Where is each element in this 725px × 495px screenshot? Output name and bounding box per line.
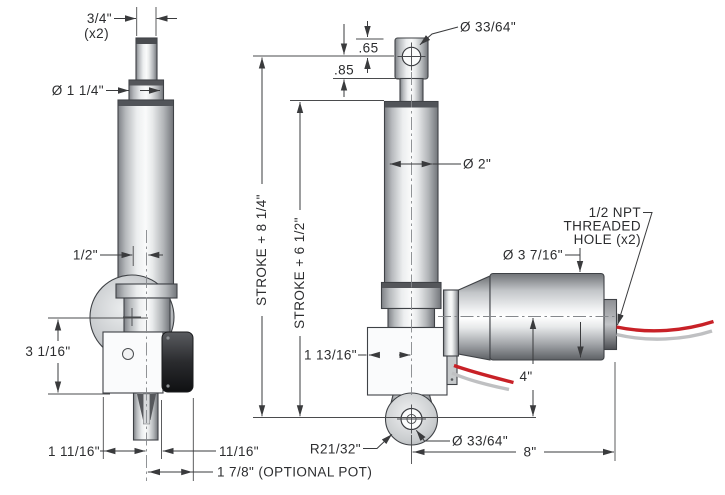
dim-label-rod-end-hole-dia: Ø 33/64" [460, 20, 516, 35]
dim-label-overall-length: 8" [523, 445, 536, 460]
motor-taper [457, 275, 491, 361]
dim-label-npt-1: 1/2 NPT [589, 205, 641, 220]
ext-line [136, 7, 157, 36]
dim-label-rod-collar-dia: Ø 1 1/4" [52, 83, 104, 98]
cap-bolt-top [166, 336, 170, 340]
dimensions-left: 3/4" (x2) Ø 1 1/4" 1/2" 3 1/16" 1 11/16"… [25, 7, 372, 481]
leader-clevis-hole [415, 429, 450, 442]
dim-label-cylinder-dia: Ø 2" [463, 157, 491, 172]
cylinder-top-band [118, 100, 173, 106]
clevis-hole-cross [397, 404, 426, 434]
dim-label-hole-to-shoulder: .85 [334, 63, 354, 78]
piston-rod-side [135, 37, 158, 83]
housing-hole [122, 348, 134, 360]
dim-label-motor-center-height: 4" [519, 369, 532, 384]
gear-housing-front [366, 326, 448, 396]
dim-label-rod-flats-qty: (x2) [84, 26, 109, 41]
dim-label-clevis-hole-dia: Ø 33/64" [452, 434, 508, 449]
dim-label-optional-pot: 1 7/8" (OPTIONAL POT) [217, 465, 372, 480]
leader-npt [617, 212, 653, 326]
dim-label-base-to-center: 1 11/16" [48, 444, 100, 459]
motor-wire-red [616, 319, 715, 333]
dim-label-overall-stroke: STROKE + 8 1/4" [254, 194, 269, 306]
right-view [366, 37, 715, 446]
dim-label-retracted-stroke: STROKE + 6 1/2" [292, 217, 307, 329]
dim-label-center-to-edge: 11/16" [219, 444, 259, 459]
flange-center-cross [123, 308, 141, 326]
leader-rod-end-hole [419, 26, 459, 46]
rod-end-hole-cross [397, 42, 426, 71]
ext-line [48, 317, 148, 395]
dim-label-clevis-radius: R21/32" [310, 442, 361, 457]
leader-clevis-radius [363, 433, 393, 449]
dim-label-npt-2: THREADED [564, 219, 641, 234]
gearbox-wire-gray [451, 371, 510, 392]
dim-label-npt-3: HOLE (x2) [574, 232, 641, 247]
dimensions-right: .65 .85 STROKE + 8 1/4" STROKE + 6 1/2" … [253, 20, 653, 464]
lower-tube-side [123, 297, 171, 333]
left-view [89, 37, 194, 481]
ext-line [102, 397, 194, 481]
cylinder-body-side [117, 99, 175, 285]
ext-lines [253, 38, 616, 461]
dim-label-rod-offset: 1/2" [73, 248, 98, 263]
gear-housing-side [102, 331, 164, 394]
dim-label-housing-height: 3 1/16" [25, 344, 70, 359]
dim-label-motor-dia: Ø 3 7/16" [503, 248, 563, 263]
dim-label-end-to-hole: .65 [359, 41, 379, 56]
dim-label-housing-width: 1 13/16" [304, 348, 357, 363]
dim-label-rod-flats: 3/4" [87, 11, 112, 26]
rod-collar-band [129, 80, 163, 86]
cap-bolt-bottom [166, 384, 170, 388]
motor-wire-gray [616, 329, 713, 341]
motor-mount-flange [442, 289, 460, 357]
gearbox-wire-red [453, 363, 514, 385]
motor-end-cap-front [603, 298, 618, 351]
rod-tip-cap-side [136, 38, 157, 44]
connector-screw-bottom [450, 378, 454, 381]
motor-end-cap-side [161, 331, 194, 393]
